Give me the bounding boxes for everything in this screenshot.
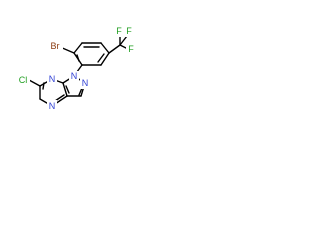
chlorine-atom-label: Cl [19, 75, 28, 85]
nitrogen-atom-label: N [49, 74, 56, 84]
nitrogen-atom-label: N [82, 78, 89, 88]
bromine-atom-label: Br [51, 41, 60, 51]
bond [108, 44, 121, 54]
bond [76, 54, 80, 62]
bond [100, 52, 110, 66]
bond [97, 53, 105, 63]
bond [62, 82, 68, 97]
bond [78, 87, 83, 96]
fluorine-atom-label: F [126, 26, 132, 36]
fluorine-atom-label: F [116, 26, 122, 36]
atom-label-layer: Br F F F N N N N Cl [16, 26, 137, 111]
bond [100, 42, 110, 54]
bond [28, 79, 41, 87]
bond [119, 35, 128, 46]
bond [42, 82, 45, 90]
fluorine-atom-label: F [128, 44, 134, 54]
nitrogen-atom-label: N [71, 71, 78, 81]
bond [65, 85, 70, 94]
bond [73, 42, 83, 54]
chemical-structure: Br F F F N N N N Cl [16, 26, 137, 111]
nitrogen-atom-label: N [49, 101, 56, 111]
